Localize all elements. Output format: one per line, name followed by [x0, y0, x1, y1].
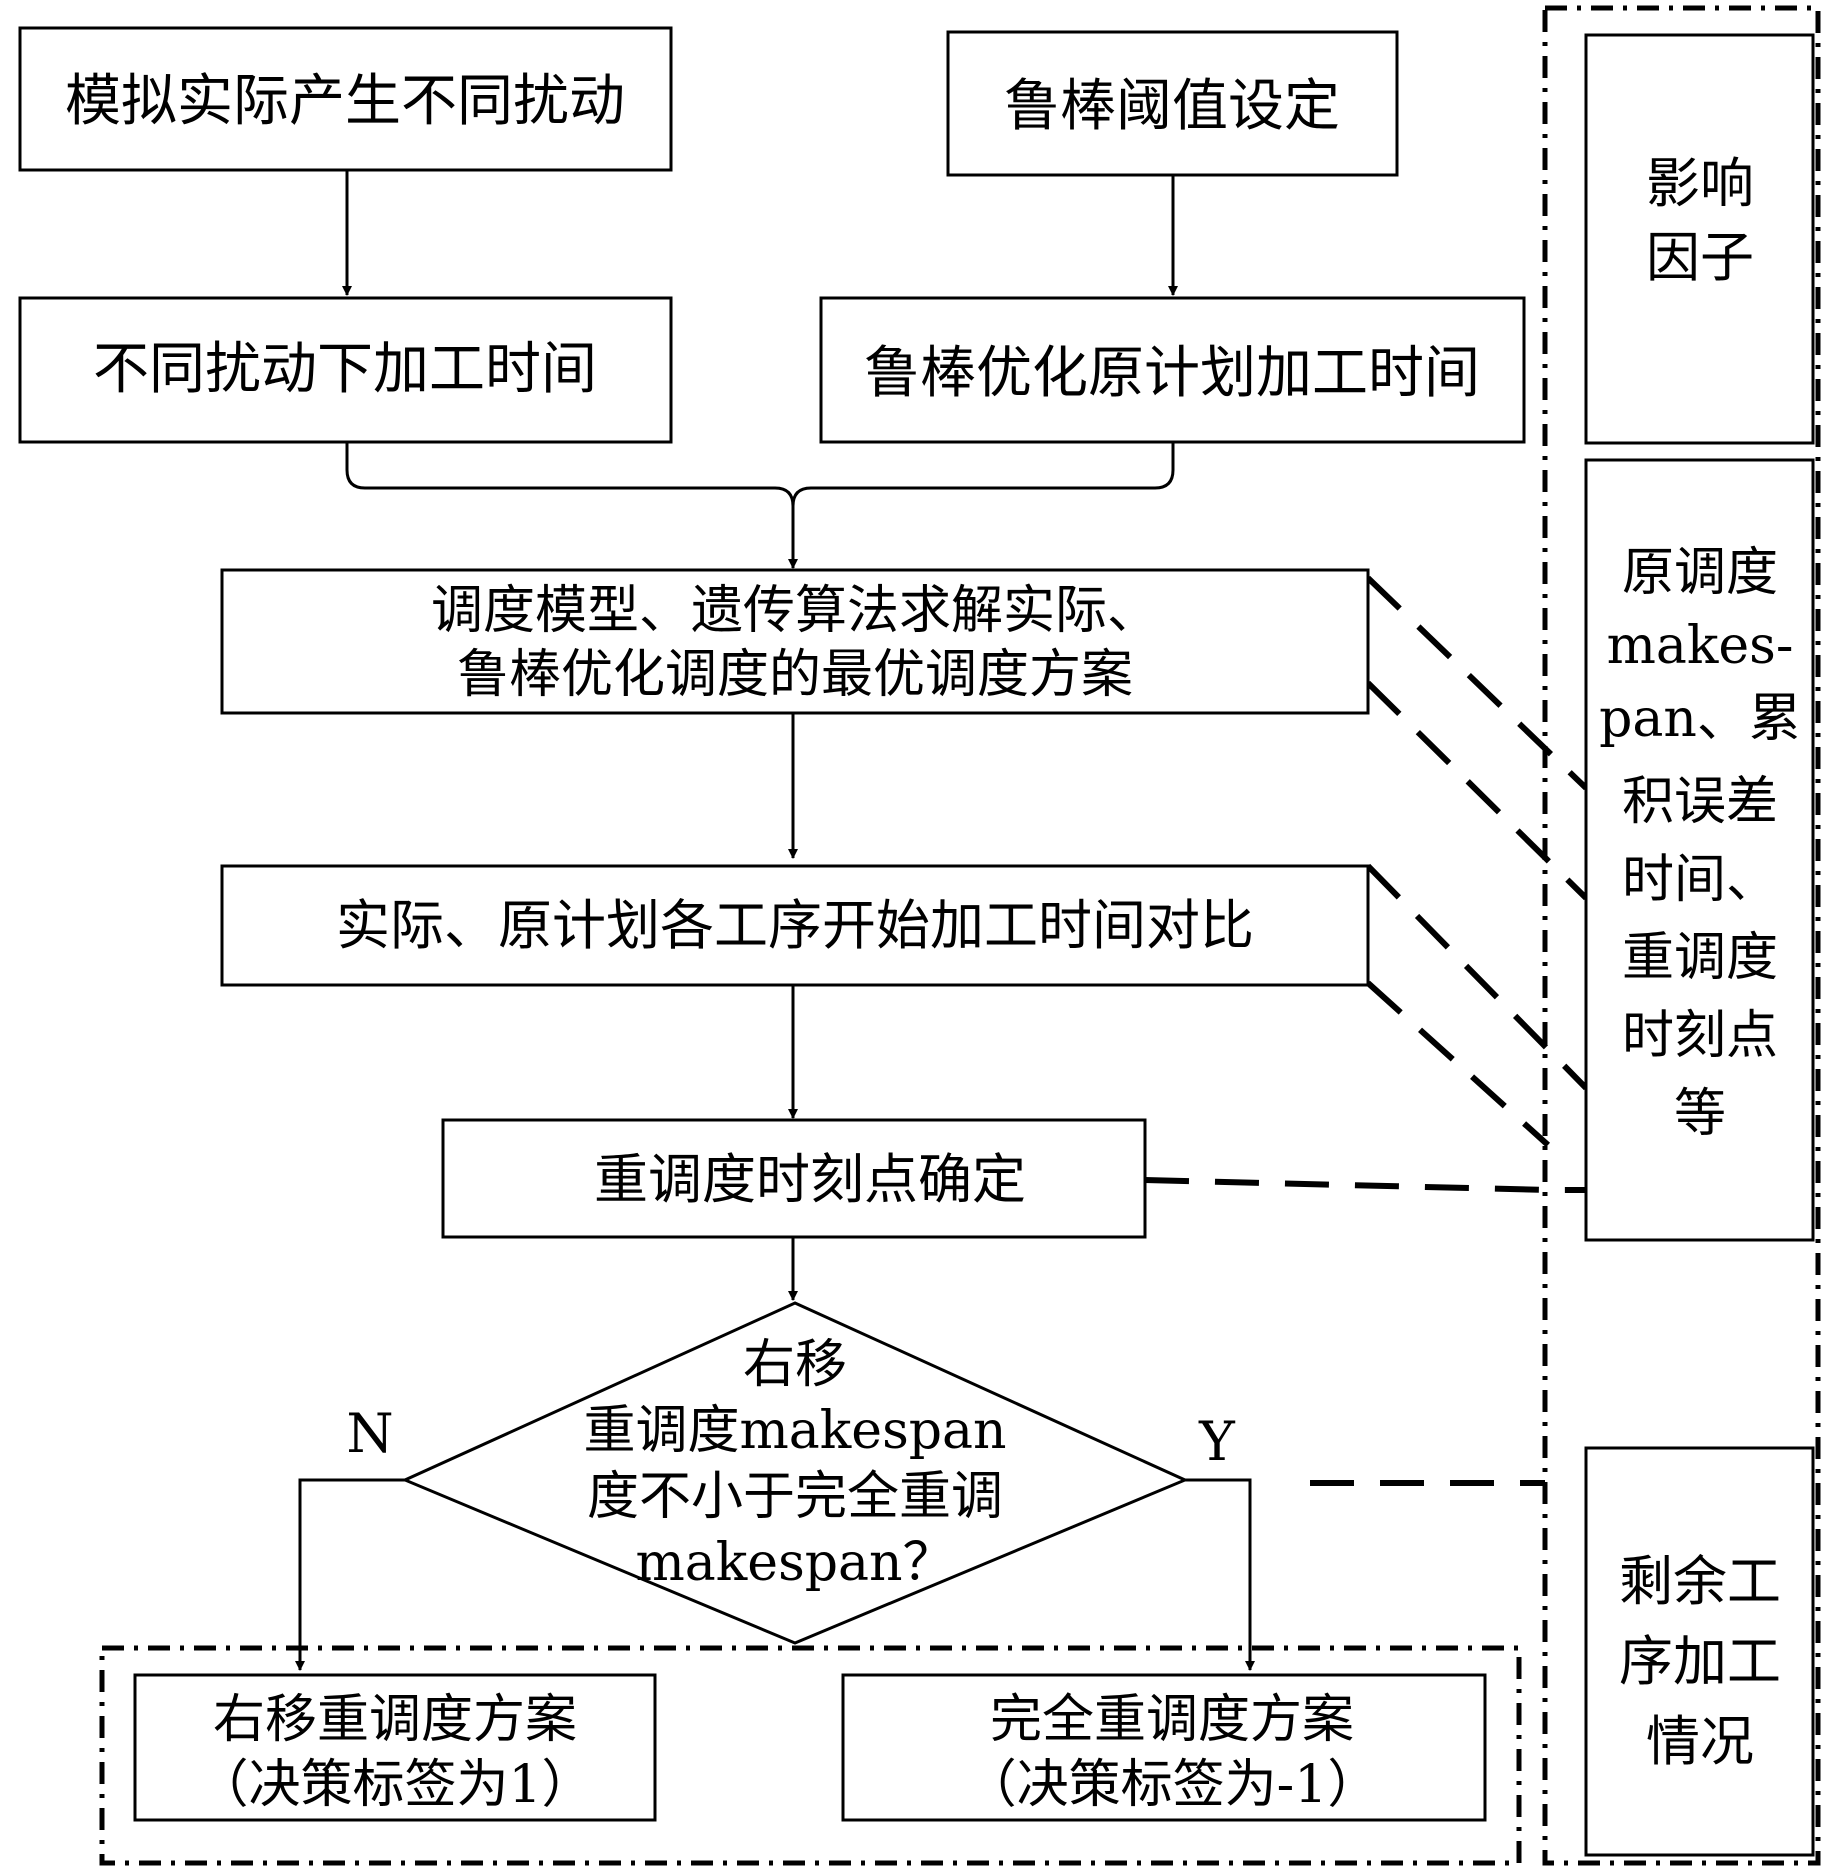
robust-threshold-label: 鲁棒阈值设定 — [1004, 74, 1340, 139]
right-shift-plan-line-1: 右移重调度方案 — [213, 1690, 577, 1750]
influence-factors-line-2: 因子 — [1646, 226, 1754, 289]
factors-list-line-2: makes- — [1607, 616, 1794, 676]
influence-factors-line-1: 影响 — [1646, 152, 1754, 215]
decision-line-1: 右移 — [743, 1335, 847, 1395]
decision-line-4: makespan？ — [635, 1533, 954, 1593]
decision-diamond — [401, 1301, 1189, 1645]
remaining-ops-line-2: 序加工 — [1619, 1630, 1781, 1693]
factors-list-line-3: pan、累 — [1599, 689, 1801, 749]
reschedule-point-label: 重调度时刻点确定 — [594, 1148, 1026, 1211]
compare-start-times-box — [220, 864, 1370, 987]
influence-factors-box — [1584, 33, 1815, 445]
full-reschedule-plan-box — [841, 1673, 1487, 1822]
simulate-disturbance-label: 模拟实际产生不同扰动 — [65, 69, 625, 134]
branch-no-label: N — [346, 1402, 393, 1465]
schedule-model-line-2: 鲁棒优化调度的最优调度方案 — [457, 645, 1133, 705]
robust-original-time-box — [819, 296, 1526, 444]
factors-list-line-4: 积误差 — [1622, 772, 1778, 832]
time-under-disturbance-label: 不同扰动下加工时间 — [93, 337, 597, 402]
remaining-ops-line-3: 情况 — [1646, 1710, 1754, 1773]
branch-yes-label: Y — [1198, 1410, 1236, 1473]
simulate-disturbance-box — [18, 26, 673, 172]
factors-list-line-7: 时刻点 — [1622, 1006, 1778, 1066]
remaining-ops-box — [1584, 1446, 1815, 1857]
schedule-model-line-1: 调度模型、遗传算法求解实际、 — [431, 581, 1159, 641]
factors-list-line-8: 等 — [1674, 1084, 1726, 1144]
right-shift-plan-line-2: （决策标签为1） — [196, 1755, 593, 1815]
right-shift-plan-box — [133, 1673, 657, 1822]
flow-connectors — [295, 170, 1255, 1671]
factors-list-line-1: 原调度 — [1622, 543, 1778, 603]
compare-start-times-label: 实际、原计划各工序开始加工时间对比 — [336, 894, 1254, 957]
outcome-group — [99, 1645, 1522, 1866]
full-reschedule-plan-line-1: 完全重调度方案 — [990, 1690, 1354, 1750]
reschedule-point-box — [441, 1118, 1147, 1239]
schedule-model-box — [220, 568, 1370, 715]
decision-line-2: 重调度makespan — [583, 1401, 1006, 1461]
robust-threshold-box — [946, 30, 1399, 177]
remaining-ops-line-1: 剩余工 — [1619, 1550, 1781, 1613]
side-panel-group — [1542, 5, 1821, 1866]
factors-list-line-5: 时间、 — [1622, 850, 1778, 910]
full-reschedule-plan-line-2: （决策标签为-1） — [965, 1755, 1380, 1815]
factors-list-line-6: 重调度 — [1622, 928, 1778, 988]
time-under-disturbance-box — [18, 296, 673, 444]
influence-dashed-lines — [1144, 575, 1589, 1486]
robust-original-time-label: 鲁棒优化原计划加工时间 — [864, 341, 1480, 406]
factors-list-box — [1584, 458, 1815, 1242]
decision-line-3: 度不小于完全重调 — [587, 1467, 1003, 1527]
